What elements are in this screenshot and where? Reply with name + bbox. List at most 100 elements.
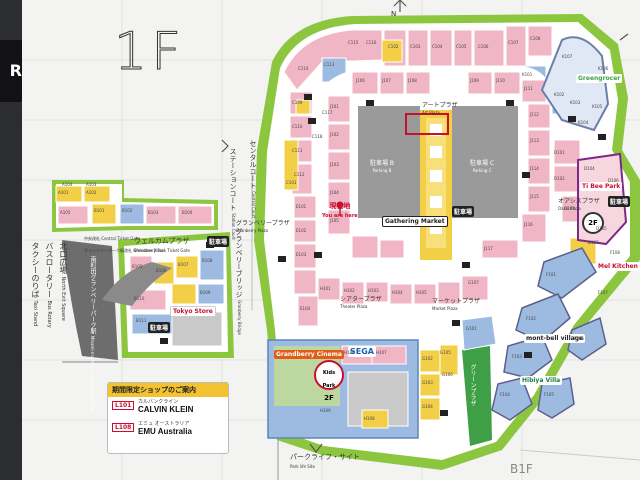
floor-map-board: 1F N アートプラザ Art Plaza ステーションコート Station … bbox=[22, 0, 640, 480]
shop-code-label: H106 bbox=[344, 350, 355, 355]
station-court-jp: ステーションコート bbox=[229, 148, 237, 211]
bus-rotary-jp: バスロータリー bbox=[45, 242, 54, 298]
shop-code-label: G103 bbox=[422, 380, 433, 385]
shop-code-label: D106 bbox=[608, 178, 619, 183]
legend-item-code: L108 bbox=[112, 423, 135, 432]
parking-tag-center: 駐車場 bbox=[452, 206, 475, 217]
facility-icons bbox=[160, 94, 606, 416]
parking-b-jp: 駐車場 B bbox=[370, 160, 395, 167]
shop-code-label: B110 bbox=[134, 296, 145, 301]
shop-code-label: C106 bbox=[478, 44, 489, 49]
cinema-sign: Grandberry Cinema bbox=[274, 350, 344, 359]
parking-tag-west: 駐車場 bbox=[207, 236, 230, 247]
shop-code-label: C101 bbox=[286, 180, 297, 185]
station-label: 南町田グランベリーパーク駅 Minami-machida Grandberry … bbox=[88, 256, 97, 412]
shop-code-label: D102 bbox=[554, 176, 565, 181]
parking-b-block bbox=[358, 106, 420, 218]
shop-code-label: J111 bbox=[524, 86, 533, 91]
taxi-en: Taxi Stand bbox=[32, 300, 38, 327]
shop-code-label: C107 bbox=[508, 40, 519, 45]
green-plaza-shop bbox=[461, 315, 497, 351]
shop-code-label: J106 bbox=[356, 78, 365, 83]
shop-code-label: B108 bbox=[202, 258, 213, 263]
b1f-line bbox=[519, 449, 640, 461]
parking-c-block bbox=[452, 106, 518, 218]
shop-code-label: C117 bbox=[322, 110, 333, 115]
shop-code-label: A104 bbox=[62, 182, 73, 187]
shop-code-label: J115 bbox=[530, 194, 539, 199]
west-column-shops bbox=[293, 195, 319, 327]
parking-tag-welcome: 駐車場 bbox=[148, 322, 171, 333]
arrow-north-icon bbox=[393, 0, 407, 12]
shop-code-label: D105 bbox=[596, 226, 607, 231]
shop-code-label: C103 bbox=[410, 44, 421, 49]
shop-code-label: H105 bbox=[416, 290, 427, 295]
shop-code-label: C111 bbox=[292, 148, 303, 153]
shop-code-label: H104 bbox=[392, 290, 403, 295]
shop-code-label: J114 bbox=[530, 166, 539, 171]
legend-item-jp: カルバンクライン bbox=[138, 399, 179, 405]
station-en: Minami-machida Grandberry Park Sta. bbox=[90, 335, 95, 413]
shop-code-label: B109 bbox=[200, 290, 211, 295]
shop-code-label: K101 bbox=[522, 72, 533, 77]
shop-code-label: D103 bbox=[564, 206, 575, 211]
shop-code-label: C105 bbox=[456, 44, 467, 49]
shop-code-label: C113 bbox=[324, 62, 335, 67]
shop-code-label: F108 bbox=[610, 250, 620, 255]
shop-code-label: H102 bbox=[344, 288, 355, 293]
north-square-label: 北口広場 North Exit Square bbox=[58, 242, 69, 321]
shop-code-label: J109 bbox=[470, 78, 479, 83]
top-shop-band bbox=[283, 25, 553, 195]
oasis-plaza-jp: オアシスプラザ bbox=[558, 198, 600, 205]
shop-code-label: J101 bbox=[330, 104, 339, 109]
central-court-label: センタルコート Central Court bbox=[248, 140, 258, 218]
shop-code-label: E101 bbox=[296, 204, 307, 209]
shop-code-label: B104 bbox=[182, 210, 193, 215]
limited-shop-legend: 期間限定ショップのご案内 L101 カルバンクライン CALVIN KLEIN … bbox=[107, 382, 229, 454]
wall-sign: R bbox=[0, 40, 22, 102]
shop-code-label: J102 bbox=[330, 132, 339, 137]
greengrocer-sign: Greengrocer bbox=[576, 74, 623, 83]
legend-item-code: L101 bbox=[112, 401, 135, 410]
shop-code-label: K106 bbox=[598, 66, 609, 71]
central-gate-label: 中央改札 Central Ticket Gate bbox=[84, 236, 140, 242]
north-square-jp: 北口広場 bbox=[59, 242, 68, 274]
shop-code-label: B107 bbox=[178, 262, 189, 267]
kids-park-text: Kids Park bbox=[322, 370, 336, 389]
shop-code-label: J104 bbox=[330, 190, 339, 195]
oasis-plaza-label: オアシスプラザ Oasis Plaza bbox=[558, 196, 600, 212]
shop-code-label: J103 bbox=[330, 162, 339, 167]
legend-item[interactable]: L101 カルバンクライン CALVIN KLEIN bbox=[112, 399, 224, 414]
shop-code-label: J110 bbox=[496, 78, 505, 83]
tokyo-store-sign: Tokyo Store bbox=[170, 306, 216, 317]
bus-rotary-en: Bus Rotary bbox=[46, 300, 52, 328]
central-court-jp: センタルコート bbox=[249, 140, 257, 189]
shop-code-label: G105 bbox=[440, 350, 451, 355]
station-gate-en: Grandberry Park Ticket Gate bbox=[133, 248, 190, 253]
cinema-yellow-shops bbox=[361, 349, 441, 429]
shop-code-label: G107 bbox=[468, 280, 479, 285]
shop-code-label: H108 bbox=[364, 416, 375, 421]
shop-code-label: F101 bbox=[546, 272, 556, 277]
shop-code-label: A101 bbox=[58, 190, 69, 195]
cranberry-plaza-label: グランベリープラザ Granberry Plaza bbox=[236, 218, 290, 234]
cranberry-bridge-label: グランベリーブリッジ Granberry Bridge bbox=[234, 228, 244, 335]
parking-c-jp: 駐車場 C bbox=[470, 160, 495, 167]
you-are-here-jp: 現在地 bbox=[329, 202, 351, 210]
wall-background: R bbox=[0, 0, 22, 480]
cranberry-plaza-jp: グランベリープラザ bbox=[236, 220, 290, 227]
sega-sign: SEGA bbox=[348, 346, 376, 357]
shop-code-label: C118 bbox=[312, 134, 323, 139]
welcome-plaza-label: ウェルカムプラザ Welcome Plaza bbox=[134, 236, 189, 254]
shop-code-label: C102 bbox=[388, 44, 399, 49]
shop-code-label: J108 bbox=[408, 78, 417, 83]
station-jp: 南町田グランベリーパーク駅 bbox=[89, 256, 96, 334]
shop-code-label: F104 bbox=[500, 392, 510, 397]
shop-code-label: G104 bbox=[422, 404, 433, 409]
art-plaza-jp: アートプラザ bbox=[422, 102, 458, 109]
shop-code-label: E102 bbox=[296, 228, 307, 233]
shop-code-label: K104 bbox=[578, 120, 589, 125]
shop-code-label: C115 bbox=[348, 40, 359, 45]
shop-code-label: C112 bbox=[294, 172, 305, 177]
legend-item[interactable]: L108 エミュ オーストラリア EMU Australia bbox=[112, 421, 224, 436]
